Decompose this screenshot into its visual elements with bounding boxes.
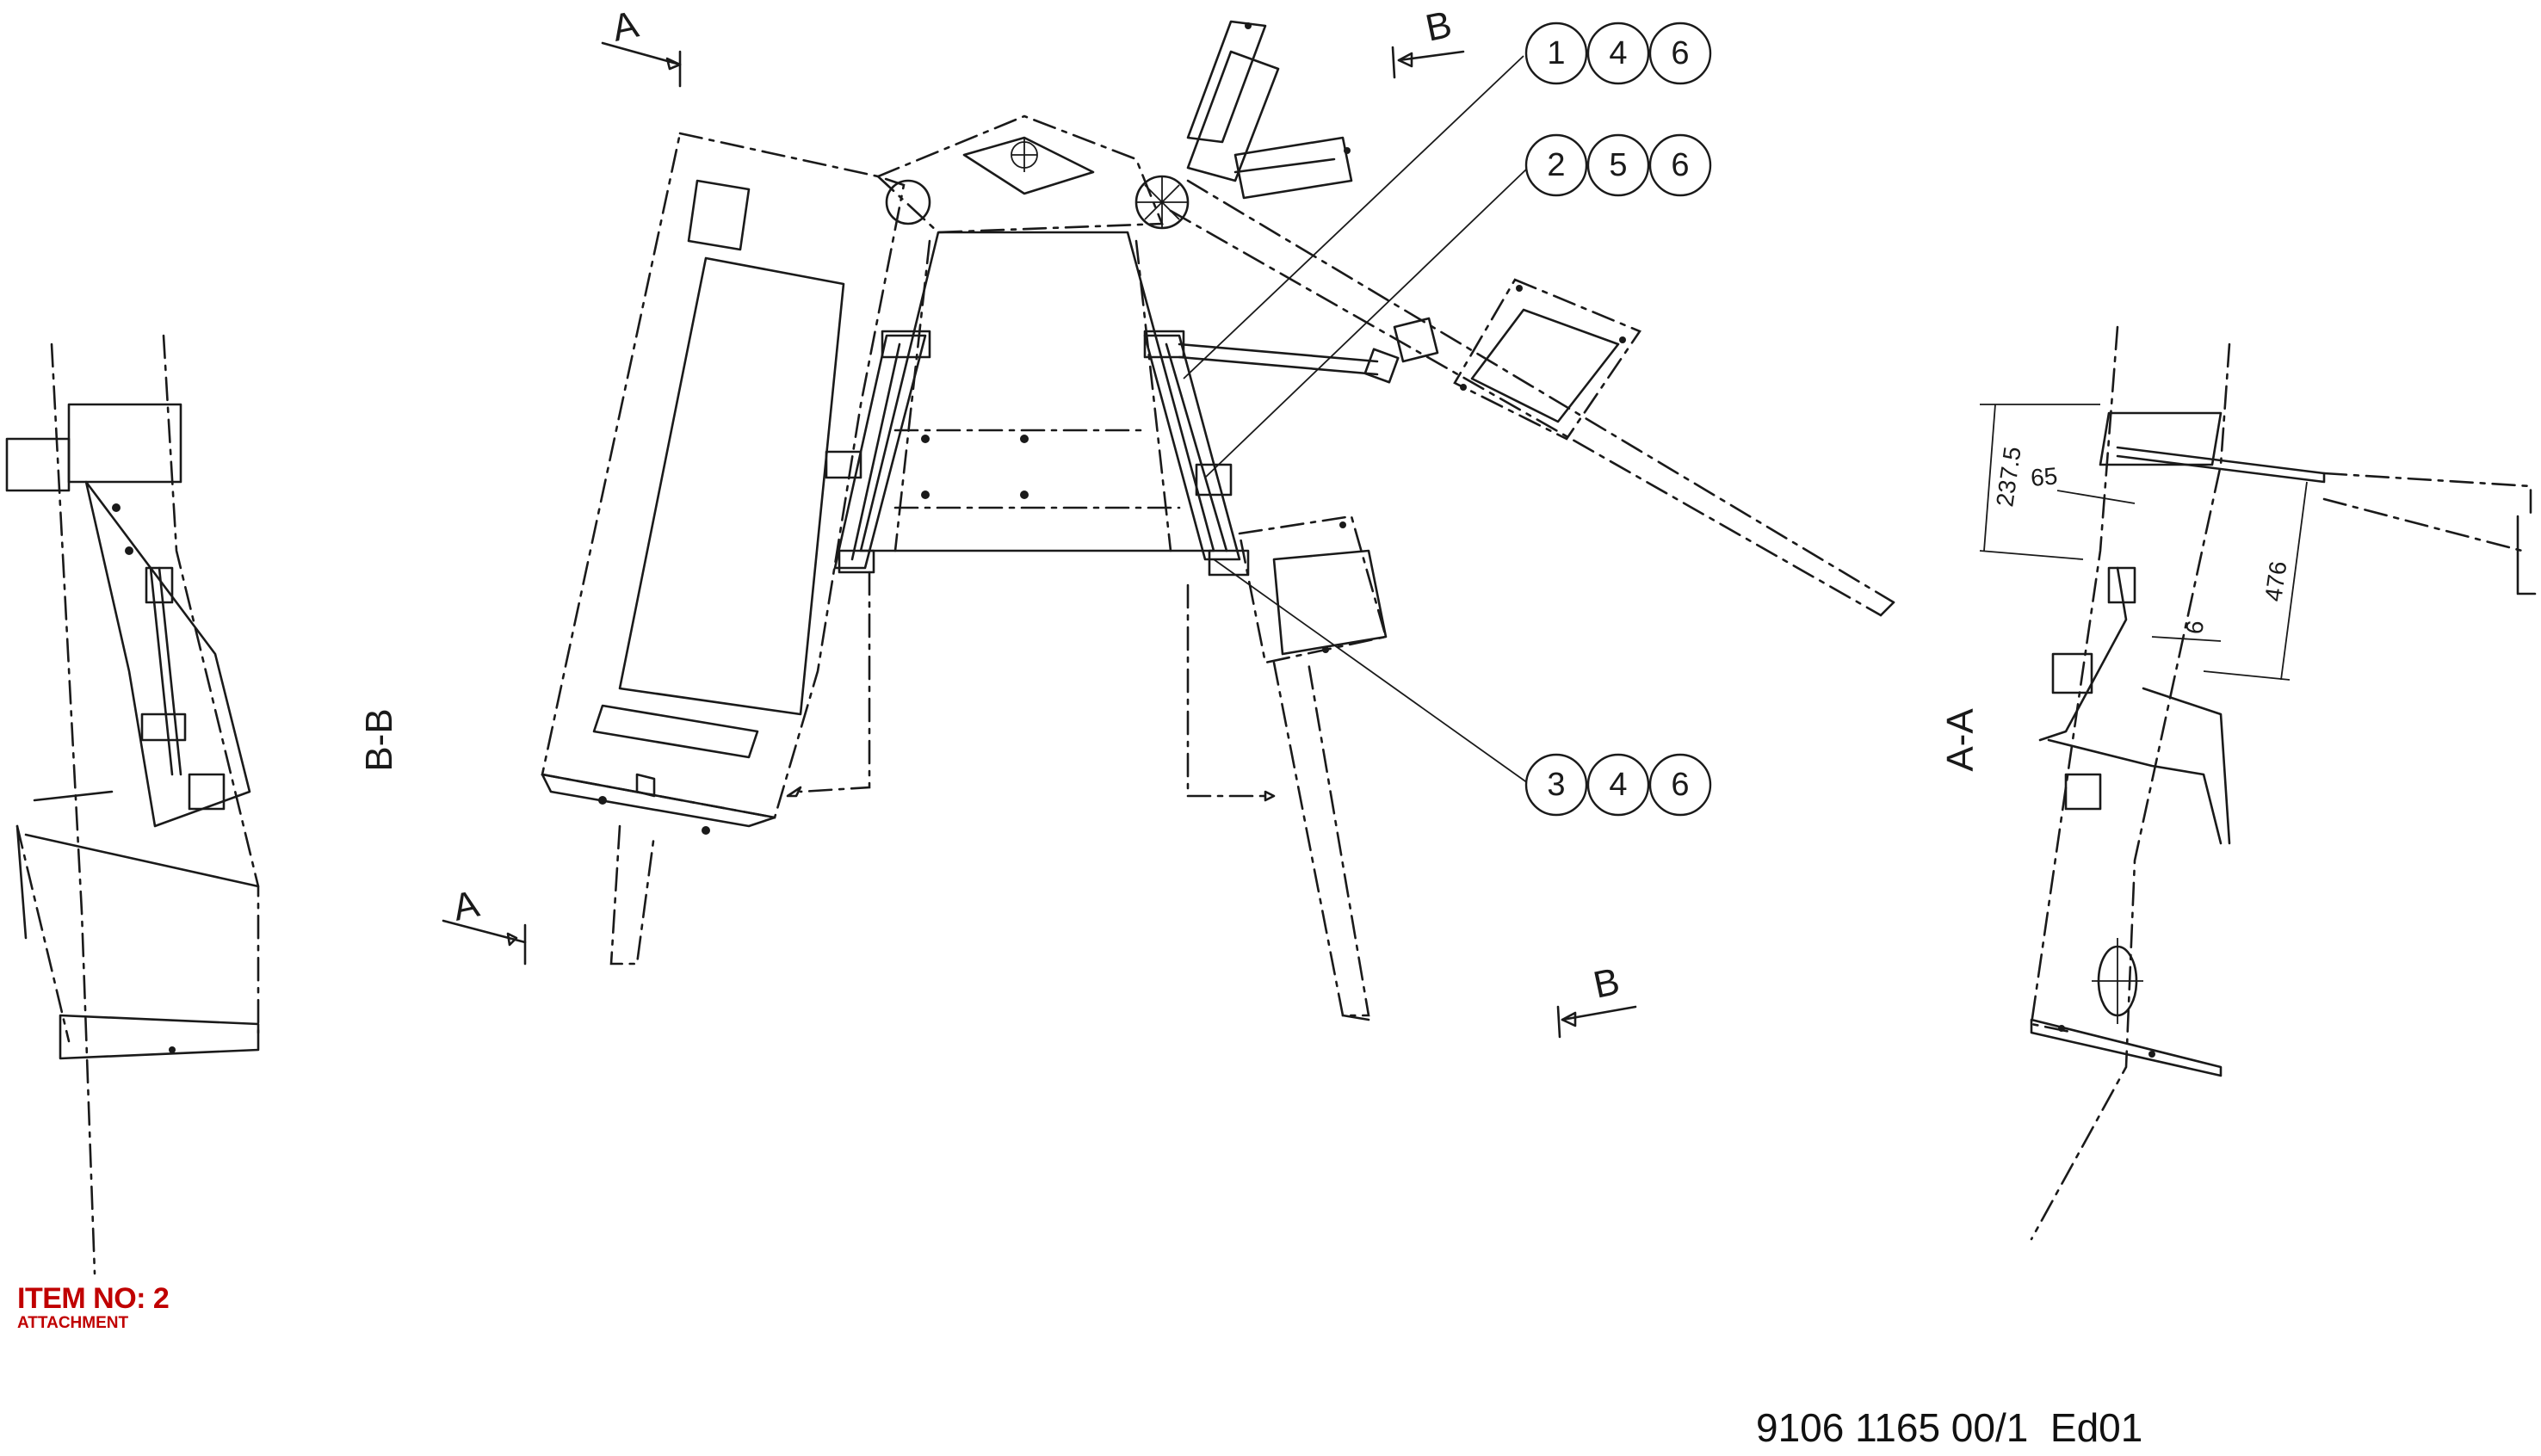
item-number: ITEM NO: 2	[17, 1282, 170, 1315]
side-view-bb: B-B	[5, 334, 400, 1275]
section-arrow-b-bottom: B	[1590, 960, 1623, 1007]
balloon-group-2: 2 5 6	[1524, 133, 1712, 197]
item-label: ITEM NO: 2 ATTACHMENT	[17, 1282, 170, 1332]
section-arrow-a-bottom: A	[449, 883, 484, 929]
balloon-2-c: 6	[1671, 147, 1689, 183]
balloon-3-b: 4	[1609, 767, 1627, 803]
document-number: 9106 1165 00/1 Ed01	[1756, 1405, 2143, 1450]
balloon-3-c: 6	[1671, 767, 1689, 803]
balloon-1-a: 1	[1547, 35, 1565, 71]
balloon-1-b: 4	[1609, 35, 1627, 71]
section-arrow-b-top: B	[1422, 3, 1456, 50]
main-top-view: A A B B	[442, 3, 1895, 1039]
balloon-1-c: 6	[1671, 35, 1689, 71]
balloon-group-1: 1 4 6	[1524, 22, 1712, 85]
balloon-2-b: 5	[1609, 147, 1627, 183]
view-label-bb: B-B	[358, 708, 400, 771]
balloon-2-a: 2	[1547, 147, 1565, 183]
dimension-65: 65	[2030, 462, 2059, 491]
side-view-aa: 237.5 65 476 6 A-A	[1939, 325, 2537, 1241]
item-subtitle: ATTACHMENT	[17, 1313, 129, 1332]
dimension-476: 476	[2260, 559, 2291, 603]
dimension-237-5: 237.5	[1991, 445, 2025, 509]
dimension-6: 6	[2180, 619, 2209, 636]
section-arrow-a-top: A	[609, 3, 643, 50]
balloon-3-a: 3	[1547, 767, 1565, 803]
balloon-group-3: 3 4 6	[1524, 753, 1712, 817]
view-label-aa: A-A	[1939, 708, 1981, 772]
